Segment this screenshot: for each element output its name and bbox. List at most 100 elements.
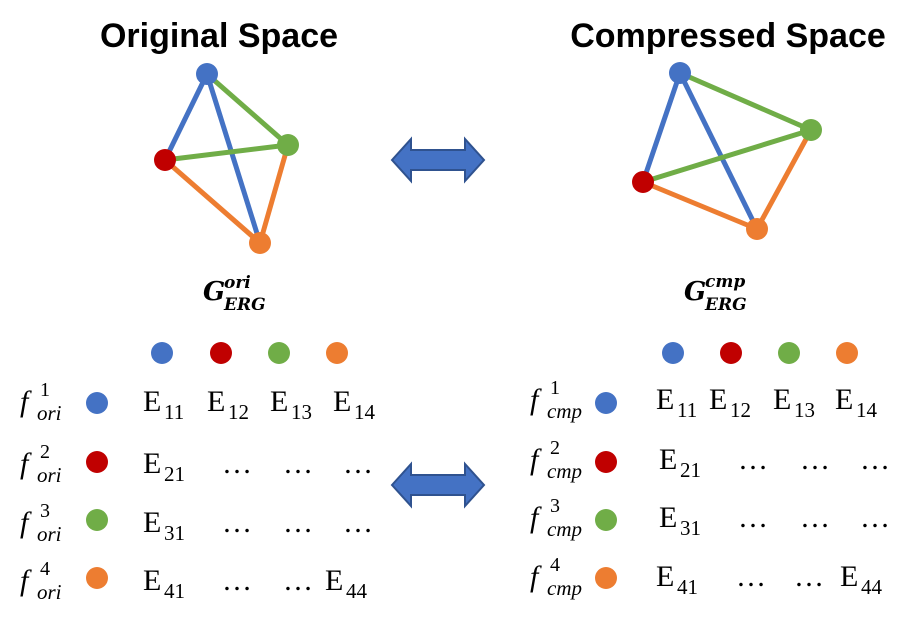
cell-subscript: 12	[730, 398, 751, 422]
matrix-cell: …	[222, 506, 252, 539]
cell-symbol: E	[207, 385, 225, 418]
feature-label-superscript: 3	[550, 495, 560, 517]
graph-label-original: G ori ERG	[203, 273, 266, 315]
cell-subscript: 11	[164, 400, 184, 424]
cell-subscript: 13	[794, 398, 815, 422]
cell-subscript: 13	[291, 400, 312, 424]
node-orange	[746, 218, 768, 240]
graph-label-base: G	[684, 277, 706, 307]
edge-blue-red	[640, 72, 683, 183]
edge-red-orange	[642, 179, 758, 232]
bottom-double-arrow	[390, 461, 486, 509]
cell-symbol: E	[773, 383, 791, 416]
node-red	[154, 149, 176, 171]
cell-subscript: 21	[680, 458, 701, 482]
cell-symbol: E	[325, 564, 343, 597]
cell-subscript: 14	[354, 400, 376, 424]
cell-symbol: E	[656, 383, 674, 416]
graph-label-subscript: ERG	[704, 295, 747, 315]
row-dot-green	[595, 509, 617, 531]
feature-label-subscript: ori	[37, 401, 62, 425]
matrix-cell: …	[283, 506, 313, 539]
column-dot-orange	[326, 342, 348, 364]
cell-subscript: 11	[677, 398, 697, 422]
matrix-cell: …	[222, 564, 252, 597]
cell-ellipsis: …	[283, 564, 313, 597]
graph-label-compressed: G cmp ERG	[684, 272, 747, 315]
node-green	[277, 134, 299, 156]
cell-symbol: E	[835, 383, 853, 416]
left-column-header-dots	[151, 342, 348, 364]
feature-label-superscript: 2	[40, 441, 50, 463]
feature-label-subscript: ori	[37, 580, 62, 604]
edge-green-orange	[754, 128, 814, 231]
original-graph	[154, 63, 299, 254]
graph-label-subscript: ERG	[223, 295, 266, 315]
cell-subscript: 21	[164, 462, 185, 486]
edge-blue-green	[205, 72, 290, 147]
cell-symbol: E	[659, 443, 677, 476]
column-dot-green	[268, 342, 290, 364]
matrix-cell: …	[860, 501, 890, 534]
row-dot-blue	[86, 392, 108, 414]
matrix-cell: …	[860, 443, 890, 476]
cell-symbol: E	[333, 385, 351, 418]
right-row-dots	[595, 392, 617, 589]
matrix-cell: …	[738, 501, 768, 534]
row-dot-red	[595, 451, 617, 473]
feature-label-superscript: 1	[40, 379, 50, 401]
node-red	[632, 171, 654, 193]
cell-subscript: 44	[346, 579, 368, 603]
feature-label-superscript: 4	[550, 554, 560, 576]
cell-symbol: E	[143, 385, 161, 418]
feature-label-base: f	[20, 447, 32, 480]
cell-subscript: 31	[164, 521, 185, 545]
cell-ellipsis: …	[738, 501, 768, 534]
cell-ellipsis: …	[736, 560, 766, 593]
column-dot-red	[210, 342, 232, 364]
feature-label-base: f	[530, 443, 542, 476]
compressed-graph	[632, 62, 822, 240]
node-orange	[249, 232, 271, 254]
graph-label-superscript: cmp	[705, 272, 745, 292]
cell-subscript: 41	[677, 575, 698, 599]
edge-red-orange	[163, 158, 262, 245]
cell-symbol: E	[840, 560, 858, 593]
cell-symbol: E	[659, 501, 677, 534]
cell-ellipsis: …	[222, 564, 252, 597]
feature-label-superscript: 3	[40, 500, 50, 522]
cell-subscript: 44	[861, 575, 883, 599]
feature-label-superscript: 4	[40, 558, 50, 580]
column-dot-blue	[662, 342, 684, 364]
edge-blue-orange	[204, 73, 263, 244]
cell-ellipsis: …	[222, 506, 252, 539]
feature-label-subscript: cmp	[547, 399, 582, 423]
edge-blue-orange	[677, 71, 760, 231]
compressed-space-title: Compressed Space	[570, 17, 886, 55]
feature-label-subscript: ori	[37, 522, 62, 546]
edge-green-orange	[257, 144, 291, 244]
feature-label-superscript: 1	[550, 377, 560, 399]
cell-subscript: 12	[228, 400, 249, 424]
matrix-cell: …	[736, 560, 766, 593]
left-row-dots	[86, 392, 108, 589]
cell-symbol: E	[143, 447, 161, 480]
column-dot-orange	[836, 342, 858, 364]
